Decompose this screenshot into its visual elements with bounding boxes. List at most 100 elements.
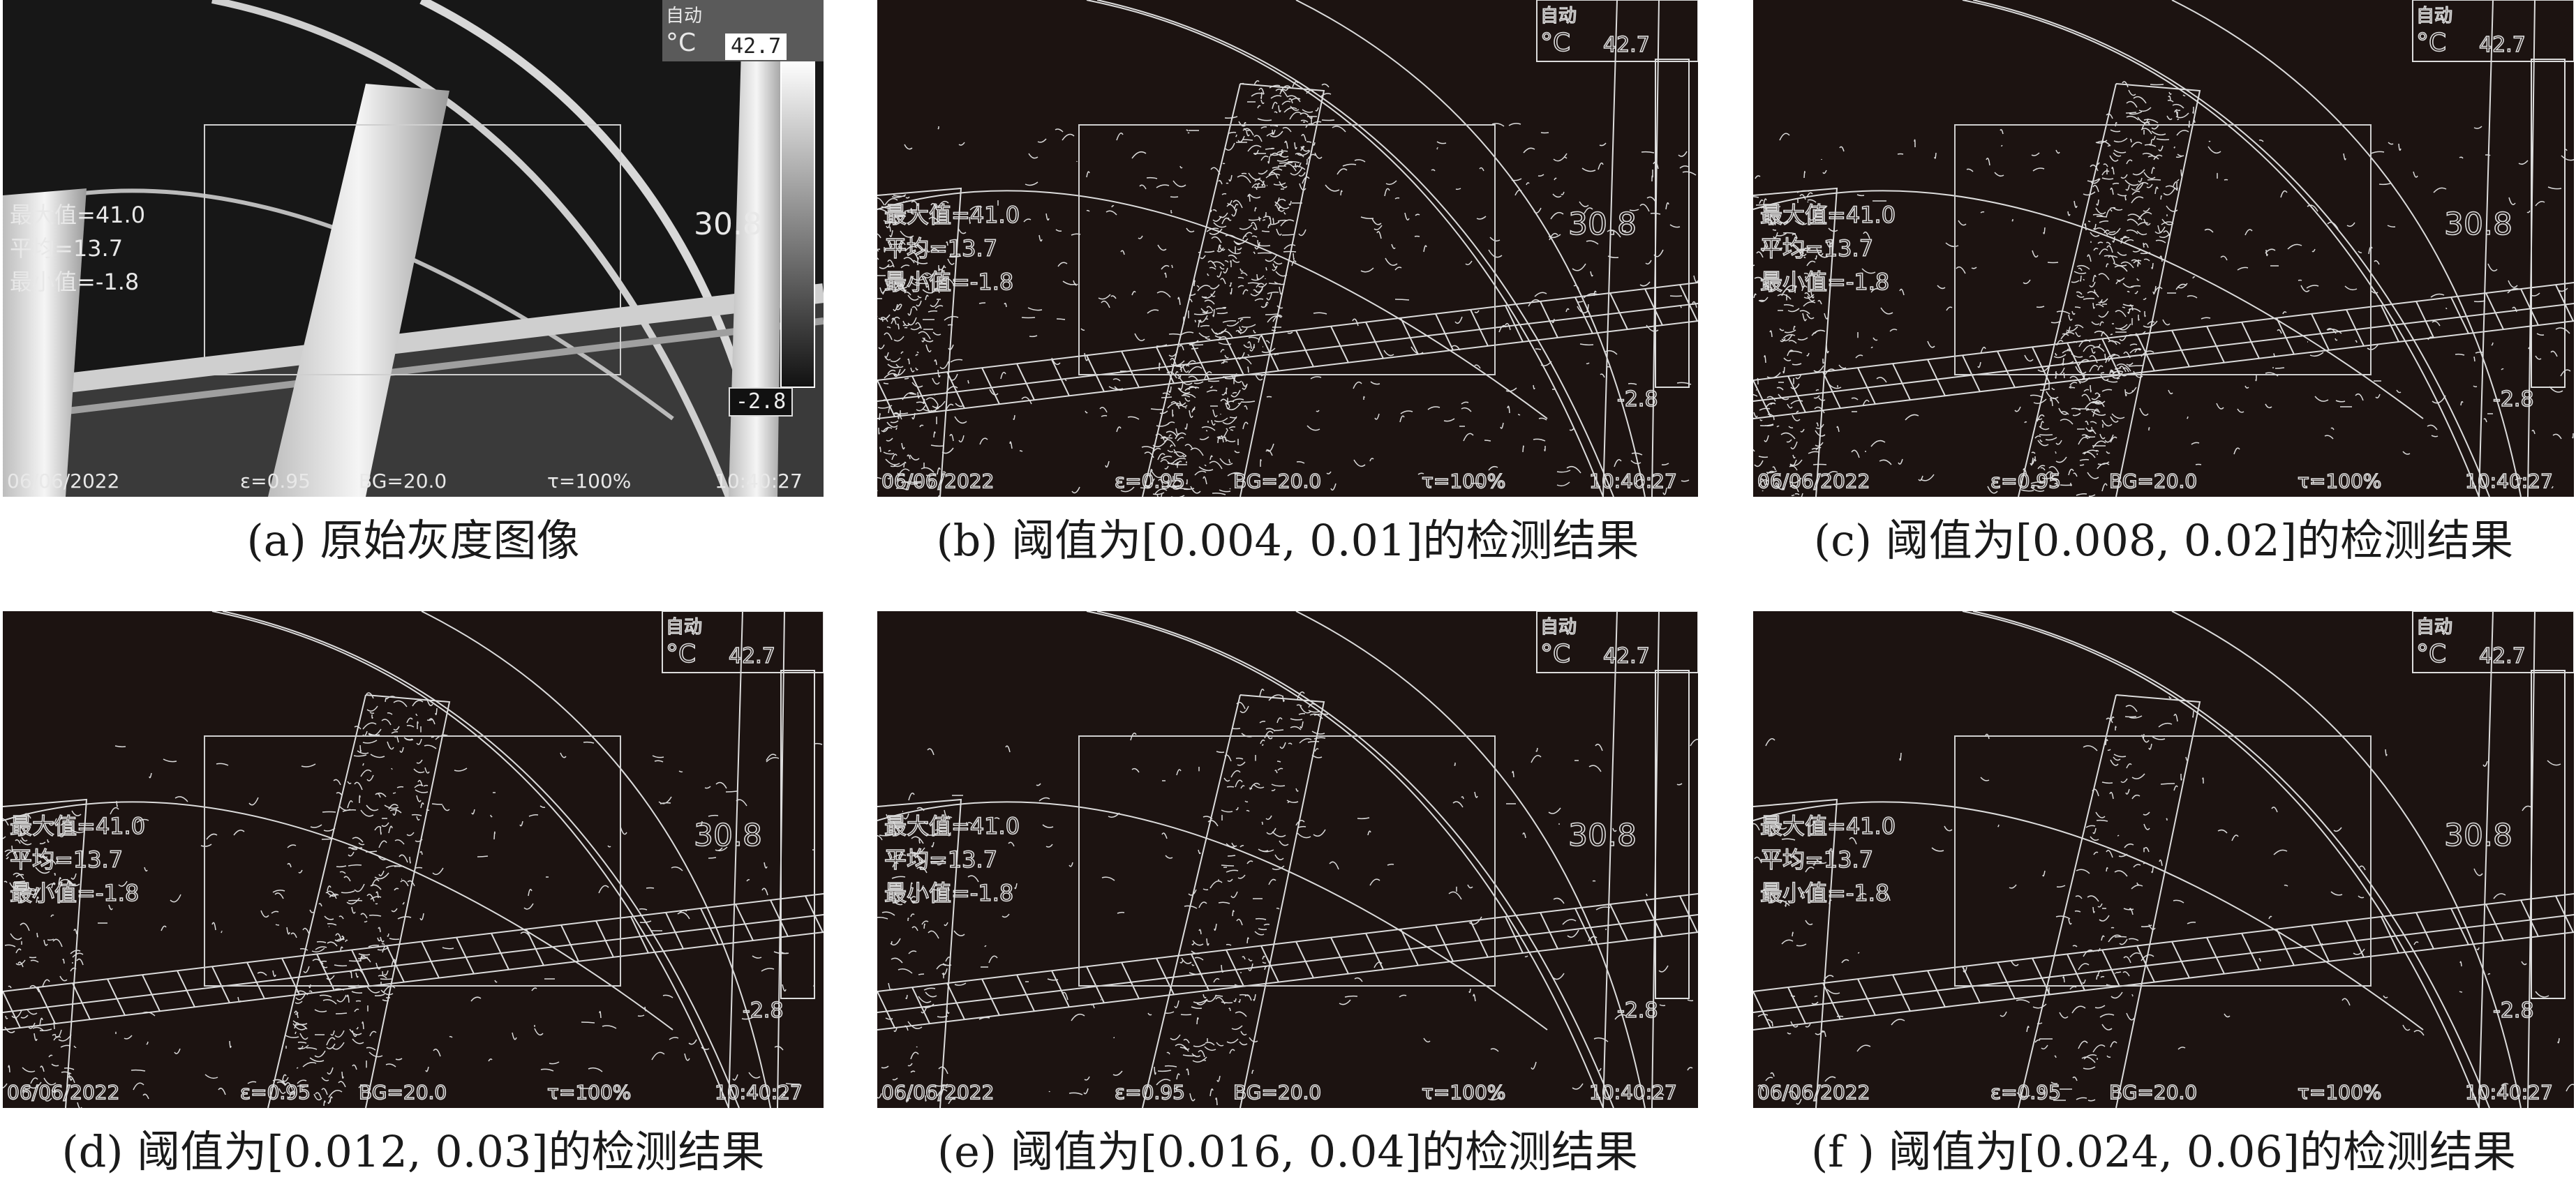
truss-edge	[3, 893, 824, 1031]
cable-edge	[1086, 0, 1604, 497]
header-edge	[1536, 611, 1698, 673]
caption-b: (b) 阈值为[0.004, 0.01]的检测结果	[936, 515, 1639, 566]
spot-temperature: 30.8	[2443, 207, 2513, 242]
measurement-box	[1078, 124, 1496, 375]
background-temp-label: BG=20.0	[1233, 1081, 1322, 1104]
cable-edge	[1753, 190, 2424, 419]
stat-avg: 平均=13.7	[884, 235, 998, 262]
panel-e: 自动 °C 42.7 -2.8 30.8 最大值=41.0 平均=13.7 最小…	[877, 611, 1698, 1178]
unit-label: °C	[666, 29, 697, 57]
scale-max: 42.7	[728, 644, 775, 668]
scale-max: 42.7	[1602, 33, 1650, 57]
insulator-edge	[877, 798, 962, 1108]
truss-edge	[877, 893, 1698, 1031]
date-label: 06/06/2022	[881, 1081, 995, 1104]
emissivity-label: ε=0.95	[1990, 470, 2062, 493]
insulator-edge	[2018, 694, 2201, 1108]
date-label: 06/06/2022	[1757, 1081, 1870, 1104]
edge-scene	[1753, 0, 2574, 497]
cable-edge	[2171, 0, 2522, 497]
panel-d: 自动 °C 42.7 -2.8 30.8 最大值=41.0 平均=13.7 最小…	[3, 611, 824, 1178]
stat-min: 最小值=-1.8	[884, 880, 1014, 906]
edge-detection-image: 自动 °C 42.7 -2.8 30.8 最大值=41.0 平均=13.7 最小…	[877, 611, 1698, 1108]
spot-temperature: 30.8	[694, 207, 762, 242]
time-label: 10:40:27	[2464, 1081, 2553, 1104]
header-edge	[1536, 0, 1698, 62]
caption-c: (c) 阈值为[0.008, 0.02]的检测结果	[1813, 515, 2514, 566]
scale-max: 42.7	[2478, 644, 2526, 668]
panel-b: 自动 °C 42.7 -2.8 30.8 最大值=41.0 平均=13.7 最小…	[877, 0, 1698, 567]
insulator-edge	[2478, 611, 2536, 1108]
cable-edge	[1753, 801, 2424, 1031]
truss-edge	[1753, 893, 2574, 1031]
stat-min: 最小值=-1.8	[1759, 269, 1890, 295]
truss-lattice-edge	[1753, 895, 2574, 1028]
texture-edge	[3, 692, 823, 1108]
truss-lattice-edge	[3, 895, 824, 1028]
scale-min: -2.8	[729, 387, 794, 417]
scale-bar-edge	[1655, 670, 1690, 999]
stat-avg: 平均=13.7	[10, 235, 124, 262]
truss-lattice-edge	[877, 895, 1698, 1028]
emissivity-label: ε=0.95	[1114, 470, 1186, 493]
caption-e: (e) 阈值为[0.016, 0.04]的检测结果	[937, 1126, 1639, 1177]
cable-edge	[222, 611, 740, 1108]
insulator-edge	[3, 798, 88, 1108]
background-temp-label: BG=20.0	[2108, 1081, 2198, 1104]
unit-label: °C	[1540, 640, 1571, 668]
stat-min: 最小值=-1.8	[9, 880, 140, 906]
stat-avg: 平均=13.7	[1759, 235, 1874, 262]
scale-min: -2.8	[742, 998, 784, 1023]
measurement-box	[1954, 124, 2372, 375]
unit-label: °C	[1540, 29, 1571, 57]
scale-min: -2.8	[2492, 387, 2534, 412]
emissivity-label: ε=0.95	[239, 1081, 311, 1104]
cable-edge	[1972, 0, 2490, 497]
cable-edge	[1086, 611, 1604, 1108]
edge-scene	[877, 0, 1698, 497]
stat-min: 最小值=-1.8	[10, 269, 140, 295]
thermal-image-gray: 自动 °C 42.7 -2.8 30.8 最大值=41.0 平均=13.7 最小…	[3, 0, 824, 497]
texture-edge	[877, 689, 1698, 1106]
time-label: 10:40:27	[714, 1081, 803, 1104]
insulator-edge	[1753, 187, 1838, 497]
insulator-edge	[2478, 0, 2536, 497]
scale-bar-edge	[780, 670, 815, 999]
date-label: 06/06/2022	[7, 470, 120, 493]
caption-d: (d) 阈值为[0.012, 0.03]的检测结果	[61, 1126, 765, 1177]
scale-max: 42.7	[725, 33, 787, 60]
edge-detection-image: 自动 °C 42.7 -2.8 30.8 最大值=41.0 平均=13.7 最小…	[1753, 611, 2574, 1108]
scale-bar-edge	[1655, 59, 1690, 388]
cable-edge	[1295, 611, 1646, 1108]
date-label: 06/06/2022	[881, 470, 995, 493]
mode-label: 自动	[2415, 6, 2453, 27]
scale-min: -2.8	[1616, 387, 1658, 412]
stat-max: 最大值=41.0	[10, 202, 146, 228]
insulator-edge	[1142, 694, 1325, 1108]
spot-temperature: 30.8	[693, 818, 763, 853]
panel-a: 自动 °C 42.7 -2.8 30.8 最大值=41.0 平均=13.7 最小…	[3, 0, 824, 567]
background-temp-label: BG=20.0	[359, 470, 447, 493]
header-edge	[662, 611, 824, 673]
cable-edge	[3, 801, 673, 1031]
mode-label: 自动	[666, 6, 703, 27]
emissivity-label: ε=0.95	[1990, 1081, 2062, 1104]
transmission-label: τ=100%	[547, 470, 632, 493]
cable-edge	[1962, 611, 2480, 1108]
truss-edge	[877, 282, 1698, 419]
cable-edge	[421, 611, 771, 1108]
emissivity-label: ε=0.95	[240, 470, 311, 493]
transmission-label: τ=100%	[1421, 1081, 1506, 1104]
edge-scene	[3, 611, 824, 1108]
spot-temperature: 30.8	[1568, 207, 1637, 242]
date-label: 06/06/2022	[6, 1081, 120, 1104]
measurement-box	[204, 735, 621, 987]
edge-detection-image: 自动 °C 42.7 -2.8 30.8 最大值=41.0 平均=13.7 最小…	[877, 0, 1698, 497]
insulator-edge	[1602, 0, 1660, 497]
stat-avg: 平均=13.7	[884, 846, 998, 873]
transmission-label: τ=100%	[1421, 470, 1506, 493]
edge-detection-image: 自动 °C 42.7 -2.8 30.8 最大值=41.0 平均=13.7 最小…	[1753, 0, 2574, 497]
transmission-label: τ=100%	[546, 1081, 632, 1104]
unit-label: °C	[2415, 640, 2447, 668]
measurement-box	[204, 124, 621, 375]
